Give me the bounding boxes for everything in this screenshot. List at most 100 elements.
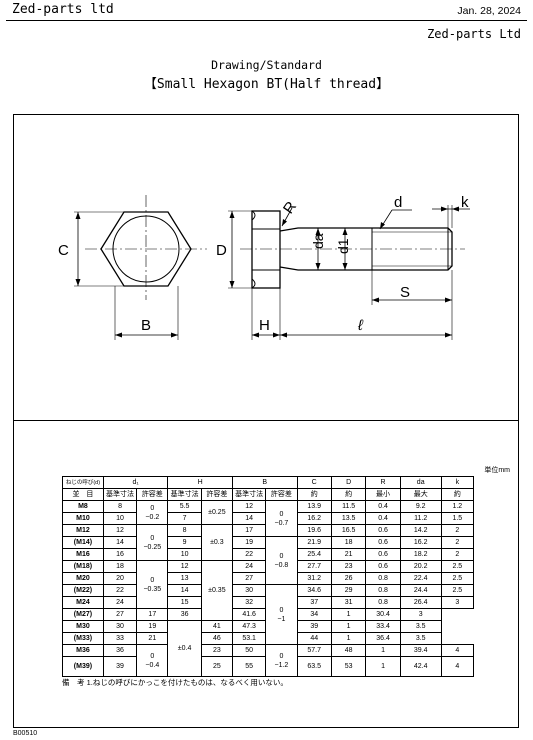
- cell-B-base: 14: [231, 512, 267, 525]
- cell-D: 53: [330, 656, 367, 677]
- cell-H-base: 21: [136, 632, 169, 645]
- header-d1-tol: 許容差: [136, 488, 169, 501]
- tol-H-2: ±0.35: [200, 560, 233, 621]
- cell-D: 39: [296, 620, 332, 633]
- cell-C: 34.6: [296, 584, 332, 597]
- header-R: R: [365, 476, 401, 489]
- cell-k: 2: [440, 536, 475, 549]
- cell-thread: M8: [62, 500, 104, 513]
- bolt-drawing: C B D H R d k S ℓ da d1: [58, 194, 470, 340]
- header-da-max: 最大: [399, 488, 442, 501]
- cell-C: 63.5: [296, 656, 332, 677]
- document-date: Jan. 28, 2024: [457, 5, 521, 17]
- cell-k: 1.5: [440, 512, 475, 525]
- cell-R: 1: [365, 644, 401, 657]
- company-name-right: Zed-parts Ltd: [427, 27, 521, 41]
- cell-d1-base: 8: [102, 500, 138, 513]
- header-da: da: [399, 476, 442, 489]
- cell-d1-base: 30: [102, 620, 138, 633]
- cell-C: 37: [296, 596, 332, 609]
- cell-C: 21.9: [296, 536, 332, 549]
- cell-D: 44: [296, 632, 332, 645]
- header-D: D: [330, 476, 367, 489]
- cell-C: 16.2: [296, 512, 332, 525]
- cell-B-base: 27: [231, 572, 267, 585]
- cell-B-base: 41: [200, 620, 233, 633]
- cell-k: 1.2: [440, 500, 475, 513]
- cell-k: 3.5: [399, 620, 442, 633]
- cell-da: 16.2: [399, 536, 442, 549]
- cell-D: 29: [330, 584, 367, 597]
- tol-d1-0: 0 −0.2: [136, 500, 169, 525]
- cell-H-base: 13: [167, 572, 202, 585]
- cell-H-base: 10: [167, 548, 202, 561]
- cell-d1-base: 39: [102, 656, 138, 677]
- cell-R: 1: [330, 632, 367, 645]
- cell-thread: M24: [62, 596, 104, 609]
- header-H-tol: 許容差: [200, 488, 233, 501]
- cell-d1-base: 24: [102, 596, 138, 609]
- cell-d1-base: 36: [102, 644, 138, 657]
- cell-C: 19.6: [296, 524, 332, 537]
- header-B: B: [231, 476, 298, 489]
- cell-da: 11.2: [399, 512, 442, 525]
- table-frame: [13, 421, 519, 728]
- cell-thread: (M22): [62, 584, 104, 597]
- label-d1: d1: [335, 238, 351, 254]
- cell-da: 20.2: [399, 560, 442, 573]
- cell-C: 41.6: [231, 608, 267, 621]
- cell-k: 2: [440, 524, 475, 537]
- cell-da: 39.4: [399, 644, 442, 657]
- cell-da: 9.2: [399, 500, 442, 513]
- cell-thread: (M18): [62, 560, 104, 573]
- header-divider: [6, 20, 527, 21]
- cell-thread: (M27): [62, 608, 104, 621]
- cell-H-base: 12: [167, 560, 202, 573]
- cell-da: 14.2: [399, 524, 442, 537]
- cell-B-base: 36: [167, 608, 202, 621]
- cell-R: 0.4: [365, 500, 401, 513]
- cell-k: 2.5: [440, 560, 475, 573]
- header-B-base: 基準寸法: [231, 488, 267, 501]
- tol-H-3: ±0.4: [167, 620, 202, 677]
- cell-d1-base: 22: [102, 584, 138, 597]
- cell-H-base: 14: [167, 584, 202, 597]
- cell-k: 2: [440, 548, 475, 561]
- cell-R: 0.8: [365, 584, 401, 597]
- cell-C: 47.3: [231, 620, 267, 633]
- cell-B-base: 24: [231, 560, 267, 573]
- cell-k: 3: [399, 608, 442, 621]
- cell-B-base: 50: [231, 644, 267, 657]
- cell-R: 1: [330, 620, 367, 633]
- cell-R: 0.8: [365, 596, 401, 609]
- label-C: C: [58, 242, 69, 259]
- cell-C: 25.4: [296, 548, 332, 561]
- cell-C: 27.7: [296, 560, 332, 573]
- cell-R: 0.4: [365, 512, 401, 525]
- label-da: da: [310, 233, 326, 249]
- tol-B-1: 0 −0.8: [265, 536, 298, 585]
- cell-B-base: 17: [231, 524, 267, 537]
- cell-k: 3.5: [399, 632, 442, 645]
- cell-k: 4: [440, 644, 475, 657]
- label-d: d: [394, 194, 402, 211]
- cell-D: 13.5: [330, 512, 367, 525]
- cell-B-base: 12: [231, 500, 267, 513]
- cell-H-base: 23: [200, 644, 233, 657]
- cell-B-base: 19: [231, 536, 267, 549]
- cell-thread: (M39): [62, 656, 104, 677]
- drawing-frame: [13, 114, 519, 421]
- cell-R: 0.6: [365, 536, 401, 549]
- label-S: S: [400, 284, 410, 301]
- cell-d1-base: 16: [102, 548, 138, 561]
- cell-H-base: 9: [167, 536, 202, 549]
- label-k: k: [461, 194, 469, 211]
- tol-d1-2: 0 −0.35: [136, 560, 169, 609]
- doc-title-line2: 【Small Hexagon BT(Half thread】: [143, 77, 390, 92]
- tol-H-1: ±0.3: [200, 524, 233, 561]
- header-item: 並 目: [62, 488, 104, 501]
- spec-table: ねじの呼び(d) d₁ H B C D R da k 並 目 基準寸法 許容差 …: [62, 476, 475, 677]
- cell-thread: M36: [62, 644, 104, 657]
